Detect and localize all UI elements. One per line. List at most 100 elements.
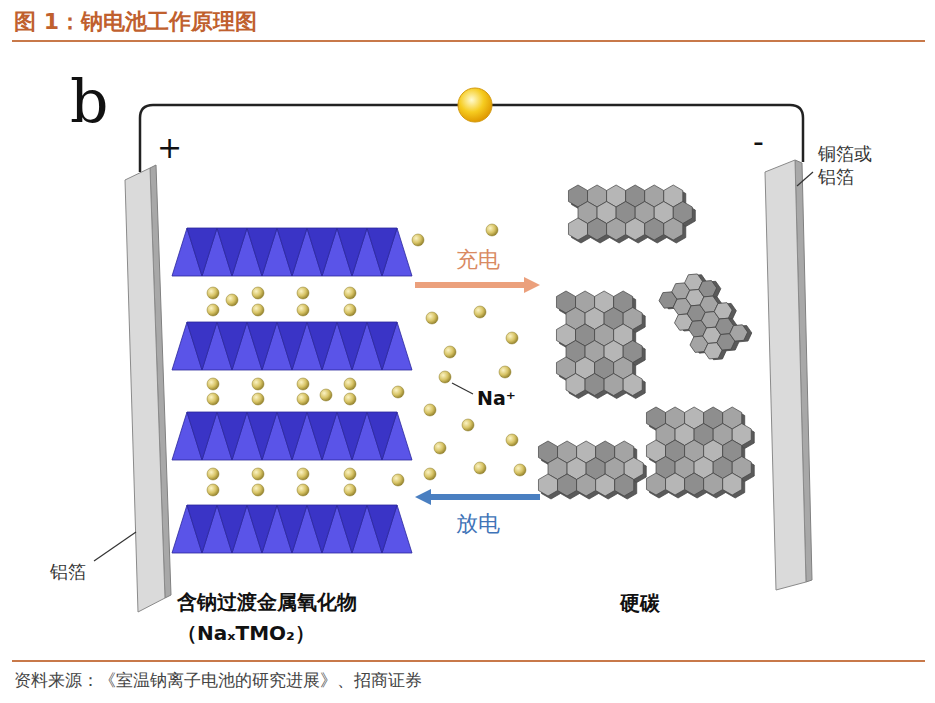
carbon-hexagon: [666, 473, 685, 495]
oxide-layer: [172, 322, 412, 370]
octahedron: [187, 228, 217, 276]
carbon-hexagon: [588, 218, 607, 240]
octahedron: [187, 412, 217, 460]
ion-label: Na⁺: [477, 386, 516, 411]
sodium-ion: [226, 294, 238, 306]
carbon-cluster: [538, 441, 646, 499]
sodium-ion: [297, 378, 309, 390]
sodium-ion: [252, 484, 264, 496]
octahedron: [367, 228, 397, 276]
sodium-ion: [434, 442, 446, 454]
source-caption: 资料来源：《室温钠离子电池的研究进展》、招商证券: [14, 669, 422, 692]
octahedron: [217, 412, 247, 460]
electrode-label: 含钠过渡金属氧化物（NaₓTMO₂）: [177, 587, 363, 649]
sodium-ion: [207, 484, 219, 496]
carbon-hexagon: [646, 473, 665, 495]
carbon-hexagon: [577, 474, 596, 496]
octahedron: [277, 412, 307, 460]
figure-title: 图 1：钠电池工作原理图: [14, 7, 257, 37]
sodium-ion: [297, 393, 309, 405]
oxide-layer: [172, 228, 412, 276]
caption-rule: [12, 660, 925, 662]
sodium-ion: [344, 378, 356, 390]
sodium-ion: [439, 371, 451, 383]
anode-region: 硬碳: [540, 180, 760, 625]
carbon-hexagon: [568, 218, 587, 240]
carbon-hexagon: [538, 474, 557, 496]
sodium-ion: [444, 346, 456, 358]
sodium-ion: [474, 306, 486, 318]
sodium-ion: [297, 468, 309, 480]
octahedron: [337, 412, 367, 460]
oxide-layer: [172, 412, 412, 460]
sodium-ion: [207, 393, 219, 405]
octahedron: [337, 505, 367, 553]
carbon-cluster: [568, 185, 695, 243]
sodium-ion: [506, 434, 518, 446]
carbon-hexagon: [615, 474, 634, 496]
sodium-ion: [252, 304, 264, 316]
carbon-hexagon: [607, 218, 626, 240]
sodium-ion: [499, 366, 511, 378]
charge-arrow: [415, 282, 524, 288]
sodium-ion: [207, 304, 219, 316]
sodium-ion: [426, 312, 438, 324]
sodium-ion: [344, 304, 356, 316]
octahedron: [307, 505, 337, 553]
sodium-ion: [207, 468, 219, 480]
hard-carbon: [538, 185, 754, 499]
carbon-hexagon: [664, 218, 683, 240]
carbon-cluster: [646, 407, 754, 498]
sodium-ions: [207, 224, 526, 496]
sodium-ion: [297, 304, 309, 316]
octahedron: [367, 322, 397, 370]
octahedron: [187, 505, 217, 553]
oxide-layers: [172, 228, 412, 553]
octahedron: [277, 322, 307, 370]
sodium-ion: [252, 287, 264, 299]
leader-line: [797, 172, 813, 186]
octahedron: [367, 505, 397, 553]
sodium-ion: [320, 389, 332, 401]
sodium-ion: [297, 287, 309, 299]
carbon-hexagon: [596, 474, 615, 496]
octahedron: [307, 228, 337, 276]
polarity-sign: +: [157, 128, 182, 167]
sodium-ion: [207, 378, 219, 390]
octahedron: [187, 322, 217, 370]
carbon-hexagon: [685, 473, 704, 495]
carbon-hexagon: [566, 374, 585, 396]
discharge-arrow: [431, 494, 540, 500]
sodium-ion: [344, 393, 356, 405]
sodium-ion: [506, 332, 518, 344]
sodium-ion: [344, 484, 356, 496]
octahedron: [247, 322, 277, 370]
sodium-ion: [424, 404, 436, 416]
sodium-ion: [392, 386, 404, 398]
octahedron: [247, 228, 277, 276]
edge-label: 充电: [454, 245, 502, 275]
octahedron: [337, 322, 367, 370]
sodium-ion: [474, 462, 486, 474]
copper-foil-plate: [765, 160, 806, 590]
octahedron: [307, 412, 337, 460]
octahedron: [217, 228, 247, 276]
octahedron: [217, 505, 247, 553]
carbon-cluster: [656, 264, 754, 370]
octahedron: [367, 412, 397, 460]
sodium-ion: [252, 393, 264, 405]
octahedron: [277, 228, 307, 276]
carbon-hexagon: [723, 473, 742, 495]
carbon-hexagon: [727, 321, 750, 345]
edge-label: 放电: [454, 509, 502, 539]
sodium-ion: [297, 484, 309, 496]
sodium-ion: [344, 468, 356, 480]
sodium-ion: [514, 464, 526, 476]
octahedron: [247, 505, 277, 553]
part-label: 铜箔或铝箔: [818, 142, 878, 189]
octahedron: [277, 505, 307, 553]
sodium-ion: [252, 468, 264, 480]
carbon-hexagon: [626, 218, 645, 240]
